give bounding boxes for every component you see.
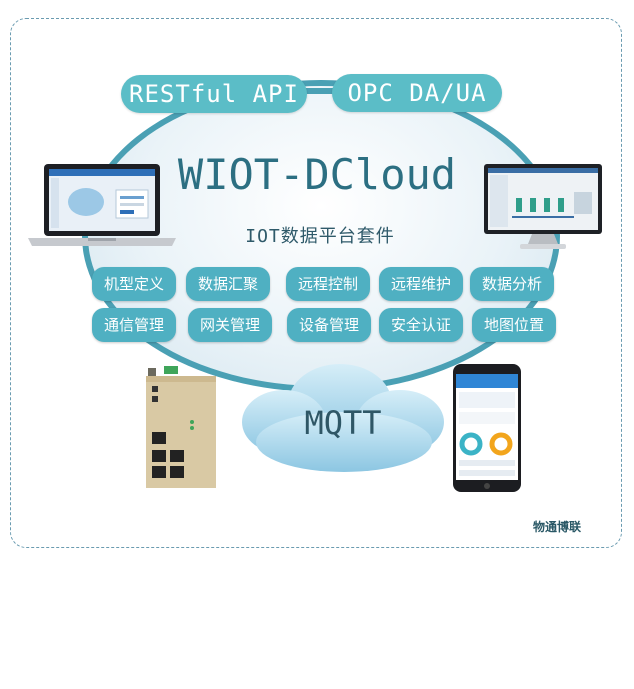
feature-chip: 网关管理 [188, 308, 272, 342]
mqtt-label: MQTT [304, 404, 382, 442]
pill-connector [300, 88, 340, 94]
smartphone-icon [453, 364, 521, 492]
laptop-icon [28, 164, 176, 246]
feature-chip: 地图位置 [472, 308, 556, 342]
feature-chip: 安全认证 [379, 308, 463, 342]
opc-da-ua-label: OPC DA/UA [332, 74, 502, 112]
brand-label: 物通博联 [533, 520, 582, 534]
feature-chip: 设备管理 [287, 308, 371, 342]
feature-chip: 远程控制 [286, 267, 370, 301]
feature-chip: 数据汇聚 [186, 267, 270, 301]
monitor-icon [484, 164, 602, 249]
feature-chip: 远程维护 [379, 267, 463, 301]
restful-api-label: RESTful API [121, 75, 307, 113]
feature-chip: 数据分析 [470, 267, 554, 301]
platform-title: WIOT-DCloud [177, 150, 457, 199]
feature-chip: 通信管理 [92, 308, 176, 342]
cloud-icon [242, 364, 444, 472]
platform-subtitle: IOT数据平台套件 [245, 226, 395, 247]
feature-chip: 机型定义 [92, 267, 176, 301]
dashed-frame [10, 18, 622, 548]
gateway-router-icon [146, 366, 216, 488]
